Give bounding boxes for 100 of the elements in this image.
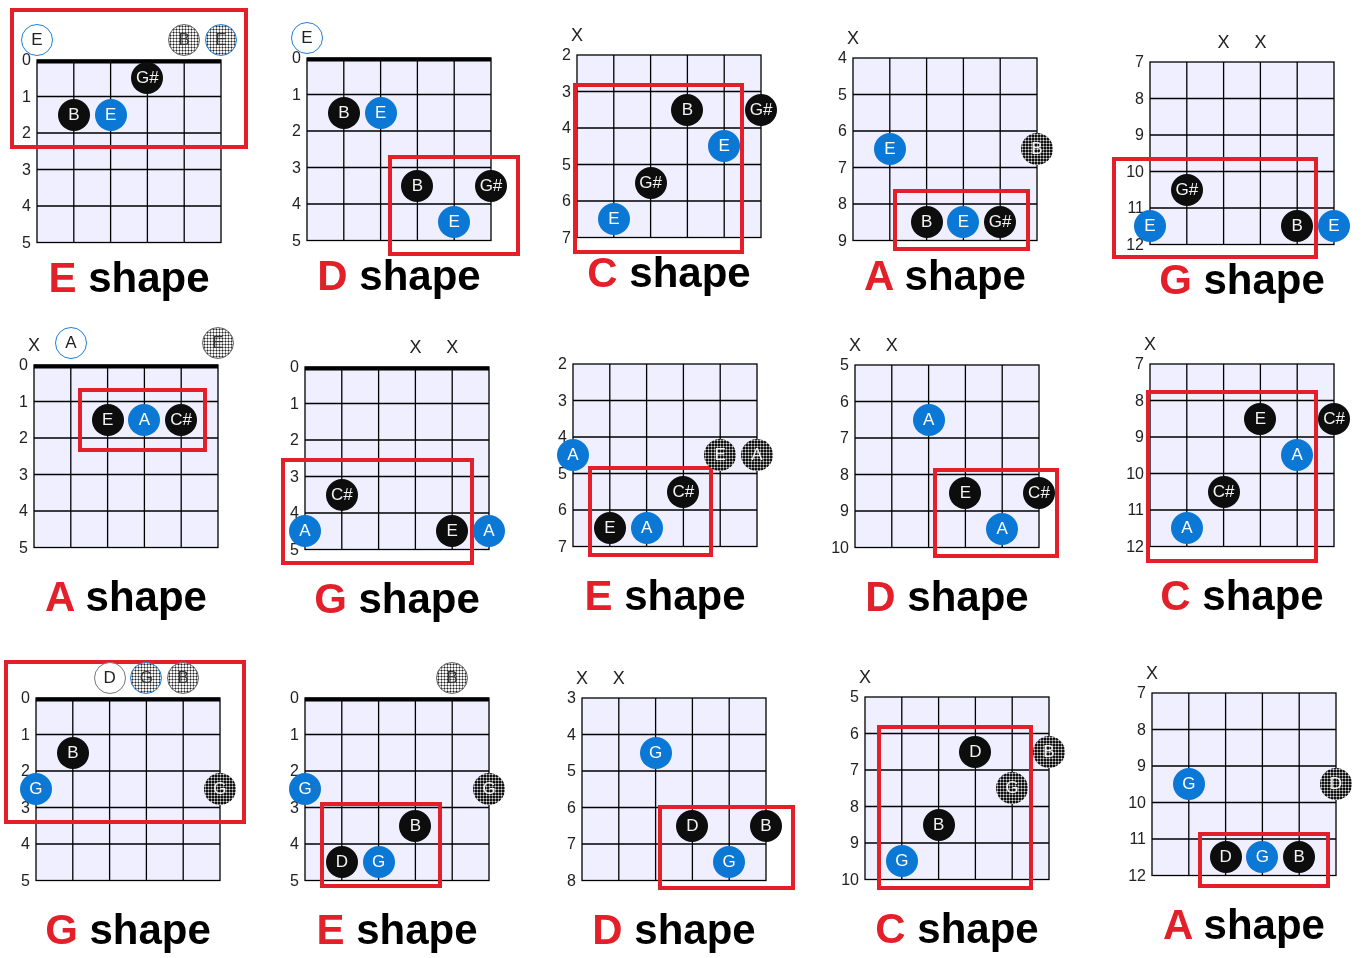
fret-number: 9 bbox=[838, 230, 847, 251]
fret-number: 8 bbox=[838, 194, 847, 214]
highlight-box bbox=[3, 660, 246, 824]
fret-number: 7 bbox=[1135, 354, 1144, 374]
fret-number: 12 bbox=[1128, 865, 1146, 886]
chord-shape-title: D shape bbox=[591, 905, 757, 955]
fret-number: 3 bbox=[19, 464, 28, 485]
ghost-note-dot: E bbox=[205, 23, 237, 56]
highlight-box bbox=[893, 189, 1030, 252]
fret-number: 3 bbox=[562, 81, 571, 102]
highlight-box bbox=[320, 802, 442, 888]
fret-number: 4 bbox=[22, 196, 31, 216]
highlight-box bbox=[78, 388, 207, 452]
fret-number: 5 bbox=[22, 232, 31, 253]
fret-number: 1 bbox=[21, 724, 30, 745]
highlight-box bbox=[1198, 831, 1331, 888]
fret-number: 8 bbox=[840, 464, 849, 485]
fret-number: 1 bbox=[19, 391, 28, 412]
chord-shape-title: G shape bbox=[1158, 255, 1326, 305]
fret-number: 3 bbox=[558, 390, 567, 411]
fret-number: 5 bbox=[567, 761, 576, 781]
chord-shape-title: E shape bbox=[583, 571, 747, 621]
fret-number: 6 bbox=[562, 191, 571, 211]
fret-number: 1 bbox=[290, 724, 299, 745]
chord-shape-title: G shape bbox=[313, 574, 481, 624]
fret-number: 8 bbox=[1135, 88, 1144, 109]
chord-shape-title: A shape bbox=[863, 251, 1027, 301]
chord-shape-title: C shape bbox=[874, 904, 1040, 954]
chord-shape-title: A shape bbox=[44, 572, 208, 622]
fret-number: 4 bbox=[562, 118, 571, 138]
fret-number: 10 bbox=[1126, 161, 1144, 182]
chord-shape-title: G shape bbox=[44, 905, 212, 955]
fret-number: 8 bbox=[850, 796, 859, 817]
muted-string-mark: X bbox=[858, 667, 872, 687]
fret-number: 0 bbox=[21, 688, 30, 708]
fret-number: 2 bbox=[22, 123, 31, 143]
muted-string-mark: X bbox=[1216, 32, 1231, 52]
muted-string-mark: X bbox=[846, 28, 860, 48]
ghost-note-dot: D bbox=[1320, 768, 1352, 801]
fret-number: 10 bbox=[1128, 792, 1146, 813]
ghost-note-dot: A bbox=[741, 439, 773, 472]
open-string-dot: D bbox=[93, 661, 126, 694]
fret-number: 5 bbox=[562, 154, 571, 175]
chord-shape-title: C shape bbox=[1159, 571, 1325, 621]
fret-number: 7 bbox=[558, 536, 567, 557]
fret-number: 3 bbox=[292, 157, 301, 178]
chord-shape-title: D shape bbox=[316, 251, 482, 301]
muted-string-mark: X bbox=[611, 668, 626, 688]
fret-number: 1 bbox=[290, 393, 299, 414]
fret-number: 4 bbox=[292, 194, 301, 214]
chord-shape-title: C shape bbox=[586, 248, 752, 298]
fret-number: 12 bbox=[1126, 536, 1144, 557]
fret-number: 8 bbox=[1135, 390, 1144, 411]
fret-number: 10 bbox=[831, 537, 849, 558]
fret-number: 5 bbox=[290, 870, 299, 891]
fret-number: 8 bbox=[567, 870, 576, 891]
ghost-note-dot: B bbox=[1021, 133, 1053, 166]
fret-number: 5 bbox=[838, 84, 847, 105]
muted-string-mark: X bbox=[884, 335, 899, 355]
muted-string-mark: X bbox=[445, 337, 460, 357]
fret-number: 4 bbox=[567, 724, 576, 745]
fret-number: 2 bbox=[19, 428, 28, 448]
fret-number: 7 bbox=[567, 834, 576, 854]
fret-number: 7 bbox=[840, 428, 849, 448]
fret-number: 2 bbox=[558, 354, 567, 374]
fret-number: 0 bbox=[290, 688, 299, 708]
highlight-box bbox=[588, 466, 713, 558]
root-note-dot: A bbox=[473, 515, 505, 548]
ghost-note-dot: E bbox=[202, 327, 234, 360]
ghost-note-dot: B bbox=[436, 661, 469, 694]
fret-number: 7 bbox=[562, 227, 571, 248]
fret-number: 4 bbox=[838, 48, 847, 68]
fret-number: 5 bbox=[19, 537, 28, 558]
fret-number: 2 bbox=[292, 121, 301, 141]
muted-string-mark: X bbox=[27, 335, 41, 355]
chord-shape-title: D shape bbox=[864, 572, 1030, 622]
fret-number: 5 bbox=[850, 687, 859, 707]
highlight-box bbox=[877, 725, 1033, 891]
fret-number: 7 bbox=[1135, 52, 1144, 72]
fret-number: 4 bbox=[19, 501, 28, 521]
fret-number: 6 bbox=[850, 723, 859, 744]
fret-number: 2 bbox=[562, 45, 571, 65]
fret-number: 6 bbox=[840, 391, 849, 412]
fret-number: 0 bbox=[290, 357, 299, 377]
fret-number: 9 bbox=[850, 833, 859, 853]
fret-number: 4 bbox=[290, 834, 299, 854]
fret-number: 6 bbox=[838, 121, 847, 141]
fret-number: 1 bbox=[22, 86, 31, 107]
fret-number: 9 bbox=[1137, 756, 1146, 776]
fret-number: 5 bbox=[21, 870, 30, 891]
fret-number: 3 bbox=[567, 688, 576, 708]
muted-string-mark: X bbox=[408, 337, 423, 357]
root-note-dot: E bbox=[1318, 210, 1350, 243]
fret-number: 7 bbox=[1137, 683, 1146, 703]
ghost-note-dot: B bbox=[167, 661, 200, 694]
fret-number: 5 bbox=[840, 355, 849, 375]
chord-shape-title: A shape bbox=[1162, 900, 1326, 950]
fret-number: 3 bbox=[290, 466, 299, 487]
fret-number: 11 bbox=[1129, 829, 1146, 849]
ghost-note-dot: G bbox=[473, 773, 505, 806]
